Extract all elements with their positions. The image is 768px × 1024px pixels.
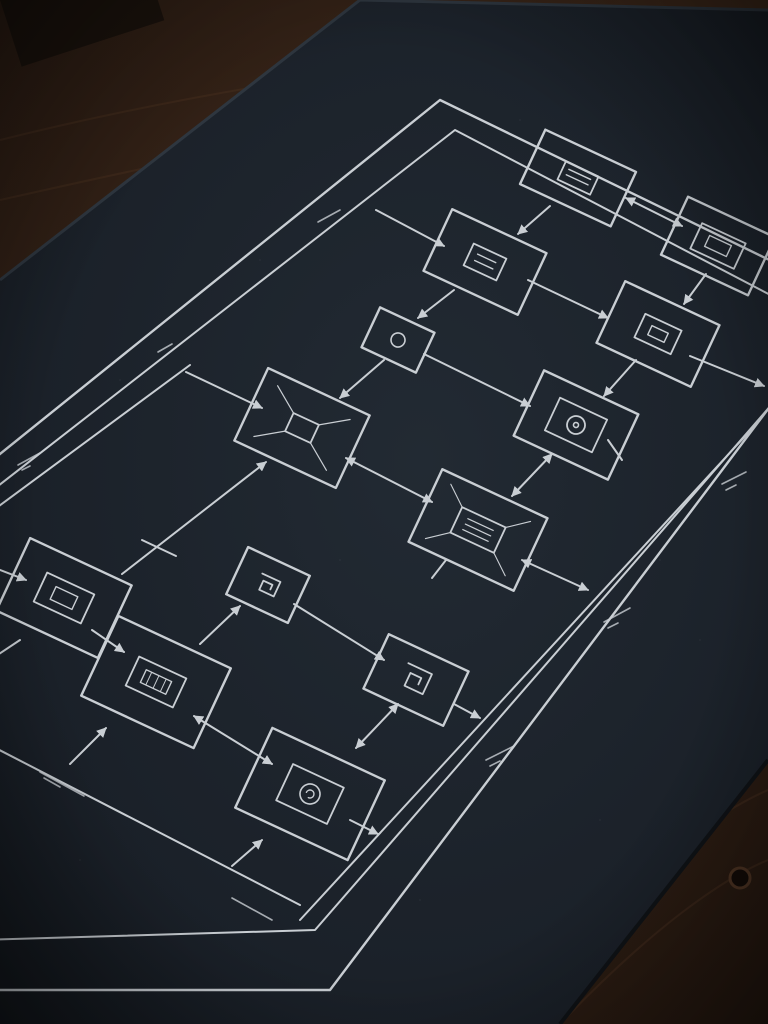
vignette [0, 0, 768, 1024]
photo-scene [0, 0, 768, 1024]
scene-svg [0, 0, 768, 1024]
